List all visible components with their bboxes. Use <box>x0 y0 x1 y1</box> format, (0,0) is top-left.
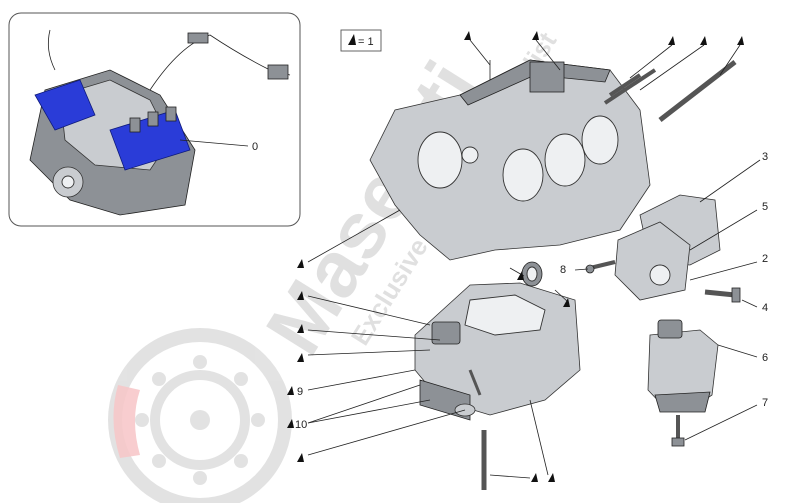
triangle-marker-icon <box>668 36 675 45</box>
triangle-marker-icon <box>548 473 555 482</box>
inset-callout-0: 0 <box>252 141 258 153</box>
triangle-marker-icon <box>297 324 304 333</box>
triangle-marker-icon <box>517 271 524 280</box>
triangle-marker-icon <box>348 34 356 45</box>
callout-2: 2 <box>762 253 768 265</box>
callout-7: 7 <box>762 397 768 409</box>
legend-box: = 1 <box>340 29 382 52</box>
triangle-marker-icon <box>297 353 304 362</box>
leader-lines <box>307 39 761 479</box>
triangle-markers <box>287 31 744 482</box>
engine-inset[interactable]: 0 <box>8 12 301 227</box>
callout-6: 6 <box>762 352 768 364</box>
triangle-marker-icon <box>464 31 471 40</box>
legend-text: = 1 <box>358 36 374 48</box>
callout-10: 10 <box>295 419 307 431</box>
triangle-marker-icon <box>563 298 570 307</box>
triangle-marker-icon <box>287 386 294 395</box>
bolt-7[interactable] <box>671 415 685 447</box>
triangle-marker-icon <box>532 31 539 40</box>
bolt-4[interactable] <box>704 287 741 303</box>
triangle-marker-icon <box>737 36 744 45</box>
triangle-marker-icon <box>700 36 707 45</box>
callout-8: 8 <box>560 264 566 276</box>
triangle-marker-icon <box>297 453 304 462</box>
callout-5: 5 <box>762 201 768 213</box>
engine-mount[interactable] <box>647 319 719 413</box>
timing-cover[interactable] <box>614 194 721 301</box>
callout-9: 9 <box>297 386 303 398</box>
bolt-8[interactable] <box>585 260 616 274</box>
callout-3: 3 <box>762 151 768 163</box>
callout-labels: 3 5 2 8 4 6 7 9 10 <box>295 151 768 431</box>
engine-assembly-icon <box>29 29 291 216</box>
oil-sump[interactable] <box>414 282 581 421</box>
callout-4: 4 <box>762 302 768 314</box>
triangle-marker-icon <box>287 419 294 428</box>
watermark-logo <box>108 328 292 503</box>
triangle-marker-icon <box>297 291 304 300</box>
bearing-ring[interactable] <box>521 261 543 287</box>
triangle-marker-icon <box>297 259 304 268</box>
engine-block[interactable] <box>369 59 651 261</box>
triangle-marker-icon <box>531 473 538 482</box>
